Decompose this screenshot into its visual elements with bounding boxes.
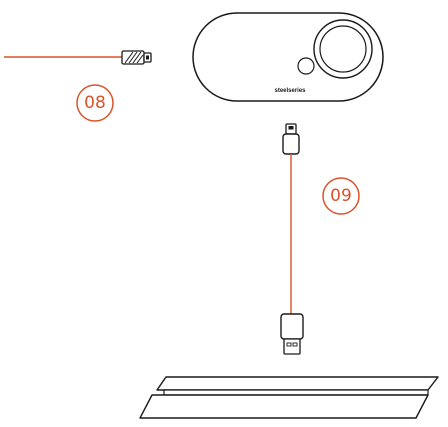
usb-c-plug-left-icon — [121, 50, 152, 65]
device-brand-label: steelseries — [274, 88, 306, 94]
usb-a-plug-icon — [280, 313, 304, 355]
device-button-icon — [297, 57, 315, 75]
usb-c-plug-top-icon — [282, 123, 300, 155]
callout-09-label: 09 — [330, 186, 352, 206]
callout-08-label: 08 — [84, 93, 106, 113]
game-console-icon — [139, 376, 439, 419]
gamedac-device-icon: steelseries — [192, 12, 384, 102]
callout-08: 08 — [76, 84, 114, 122]
callout-09: 09 — [322, 177, 360, 215]
